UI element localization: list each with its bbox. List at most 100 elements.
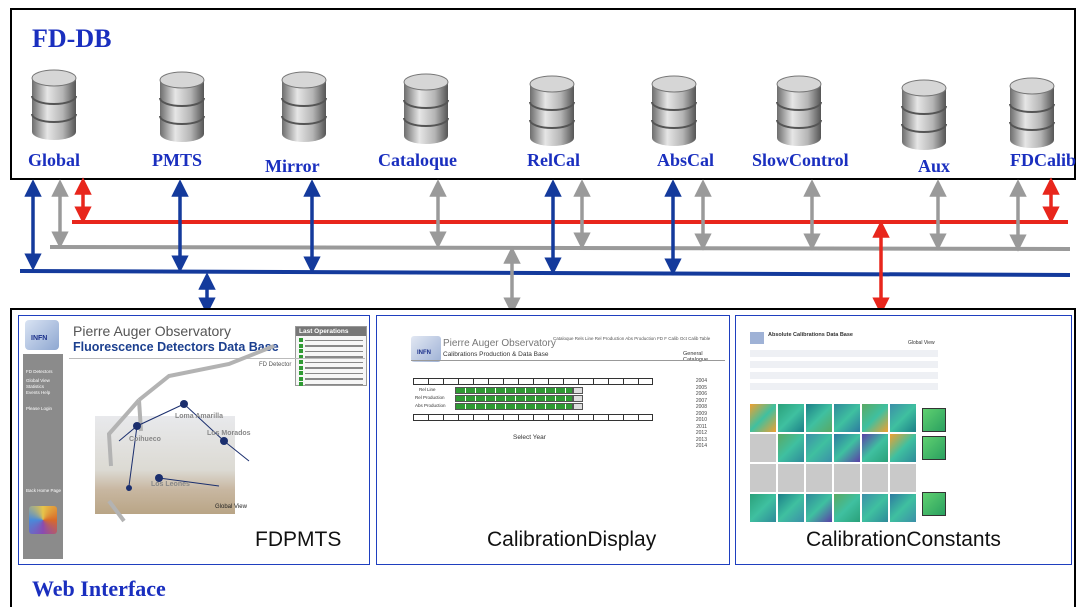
database-global[interactable] (30, 68, 78, 142)
global-view-label: Global View (215, 504, 247, 510)
panel-calibration-constants[interactable]: Absolute Calibrations Data Base Global V… (735, 315, 1072, 565)
sidebar-back-home[interactable]: Back Home Page (26, 488, 62, 493)
heatmap-side-cell (922, 492, 946, 516)
database-icon (31, 69, 77, 140)
heatmap-cell (834, 464, 860, 492)
last-operation-row (299, 365, 363, 371)
heatmap-cell (890, 434, 916, 462)
database-label-abscal: AbsCal (657, 150, 715, 170)
heatmap-side-cell (922, 408, 946, 432)
database-icon (1009, 77, 1055, 148)
year-item[interactable]: 2004 (695, 378, 707, 384)
heatmap-cell (778, 494, 804, 522)
heatmap-cell (750, 434, 776, 462)
calib-top-bar (413, 378, 653, 385)
last-operation-row (299, 338, 363, 343)
database-mirror[interactable] (280, 70, 328, 144)
panel-calib-header-subtitle: Calibrations Production & Data Base (443, 351, 549, 358)
sidebar-fd-detectors[interactable]: FD Detectors (26, 369, 53, 374)
panel-const-caption: CalibrationConstants (806, 528, 1001, 551)
infn-logo-2 (411, 336, 441, 362)
site-marker-los-leones[interactable] (155, 474, 163, 482)
database-slowcontrol[interactable] (775, 74, 823, 148)
year-item[interactable]: 2012 (695, 430, 707, 436)
heatmap-cell (834, 434, 860, 462)
general-catalogue-label: General Catalogue (683, 351, 708, 363)
heatmap-cell (862, 404, 888, 432)
heatmap-cell (862, 494, 888, 522)
heatmap-cell (834, 494, 860, 522)
sidebar-logo (29, 506, 57, 534)
panel-fdpmts[interactable]: INFN Pierre Auger Observatory Fluorescen… (18, 315, 370, 565)
last-operation-row (299, 354, 363, 360)
heatmap-cell (806, 404, 832, 432)
year-item[interactable]: 2011 (696, 423, 707, 430)
heatmap-cell (778, 464, 804, 492)
site-marker-extra (126, 485, 132, 491)
calib-row-bar-2 (455, 403, 573, 410)
panel-calib-menu[interactable]: Cataloque Rels Line Rel Production Abs P… (553, 336, 711, 341)
database-cataloque[interactable] (402, 72, 450, 146)
year-item[interactable]: 2014 (695, 443, 707, 449)
panel-const-logo (750, 332, 764, 344)
calib-row-label-2: Abs Production (415, 403, 446, 408)
web-interface-title: Web Interface (32, 576, 166, 601)
site-map (95, 416, 235, 514)
calib-bottom-bar (413, 414, 653, 421)
database-label-slowcontrol: SlowControl (752, 150, 849, 170)
last-operation-row (299, 371, 363, 376)
heatmap-cell (750, 494, 776, 522)
year-item[interactable]: 2009 (695, 410, 707, 417)
database-pmts[interactable] (158, 70, 206, 144)
database-fdcalib[interactable] (1008, 76, 1056, 150)
heatmap-cell (750, 464, 776, 492)
heatmap-cell (778, 434, 804, 462)
year-item[interactable]: 2006 (695, 391, 707, 397)
database-label-fdcalib: FDCalib (1010, 150, 1077, 170)
heatmap-cell (862, 434, 888, 462)
calib-row-label-0: Rel Line (419, 387, 436, 392)
gray-bus (49, 245, 1071, 251)
database-icon (529, 75, 575, 146)
panel-fdpmts-header-subtitle: Fluorescence Detectors Data Base (73, 340, 279, 354)
database-label-relcal: RelCal (527, 150, 580, 170)
year-item[interactable]: 2008 (695, 404, 707, 410)
heatmap-cell (750, 404, 776, 432)
database-icon (281, 71, 327, 142)
sidebar-please-login[interactable]: Please Login (26, 406, 53, 411)
fddb-title: FD-DB (32, 24, 112, 53)
heatmap-cell (834, 404, 860, 432)
sidebar-events-help[interactable]: Events Help (26, 390, 51, 395)
year-item[interactable]: 2005 (695, 384, 707, 391)
year-item[interactable]: 2007 (695, 397, 707, 404)
fd-detector-label: FD Detector (259, 362, 292, 368)
panel-calibration-display[interactable]: INFN Pierre Auger Observatory Calibratio… (376, 315, 730, 565)
panel-calib-caption: CalibrationDisplay (487, 528, 657, 551)
heatmap-cell (806, 494, 832, 522)
sidebar-statistics[interactable]: Statistics (26, 384, 45, 389)
site-marker-coihueco[interactable] (133, 422, 141, 430)
panel-const-global-view: Global View (908, 340, 935, 346)
database-label-pmts: PMTS (152, 150, 203, 170)
heatmap-cell (890, 494, 916, 522)
database-icon (159, 71, 205, 142)
database-aux[interactable] (900, 78, 948, 152)
last-operation-row (299, 360, 363, 365)
site-marker-loma-amarilla[interactable] (180, 400, 188, 408)
site-marker-los-morados[interactable] (220, 437, 228, 445)
calibration-heatmap-side (922, 408, 946, 528)
database-label-global: Global (28, 150, 81, 170)
database-icon (776, 75, 822, 146)
database-relcal[interactable] (528, 74, 576, 148)
database-abscal[interactable] (650, 74, 698, 148)
sidebar-global-view[interactable]: Global View (26, 378, 50, 383)
heatmap-cell (890, 404, 916, 432)
panel-const-menu-rows (750, 350, 938, 394)
database-icon (403, 73, 449, 144)
last-operations-title: Last Operations (296, 327, 366, 336)
year-item[interactable]: 2010 (695, 417, 707, 423)
last-operation-row (299, 382, 363, 387)
heatmap-cell (806, 464, 832, 492)
year-item[interactable]: 2013 (695, 436, 707, 443)
site-map-overlay (106, 344, 275, 523)
